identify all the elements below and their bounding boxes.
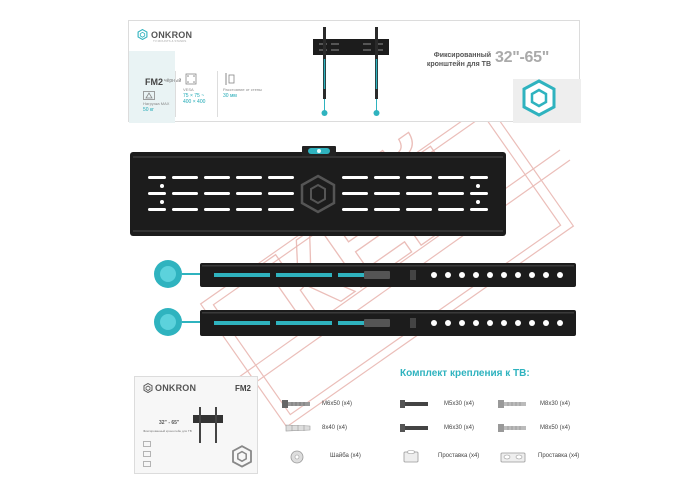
part-label-m5x30: M5x30 (x4) bbox=[444, 401, 475, 407]
brand-name: ONKRON bbox=[151, 29, 193, 40]
onkron-cube-icon bbox=[522, 79, 556, 117]
part-label-anchor: 8x40 (x4) bbox=[322, 425, 348, 431]
anchor-icon bbox=[285, 424, 311, 432]
part-label-washer: Шайба (x4) bbox=[330, 453, 361, 459]
kit-title: Комплект крепления к ТВ: bbox=[400, 368, 530, 379]
manual-box: ONKRON FM2 32" - 65" Фиксированный кронш… bbox=[134, 376, 258, 474]
manual-bracket-image bbox=[193, 407, 223, 443]
part-label-m6x30: M6x30 (x4) bbox=[444, 425, 475, 431]
manual-brand-name: ONKRON bbox=[155, 383, 197, 393]
bolt-icon bbox=[282, 400, 310, 408]
brand-logo: ONKRON bbox=[137, 29, 192, 40]
rail-top bbox=[154, 260, 576, 288]
bolt-icon bbox=[498, 400, 526, 408]
rail-bottom bbox=[154, 308, 576, 336]
spec-divider bbox=[217, 71, 218, 117]
manual-model: FM2 bbox=[235, 384, 251, 393]
size-range: 32"-65" bbox=[495, 49, 549, 66]
part-label-m6x50: M6x50 (x4) bbox=[322, 401, 353, 407]
bolt-icon bbox=[498, 424, 526, 432]
spec-vesa: VESA 75 × 75 ~ 400 × 400 bbox=[183, 87, 206, 105]
onkron-logo-icon bbox=[137, 29, 148, 40]
spec-divider bbox=[175, 71, 176, 117]
weight-icon bbox=[143, 91, 155, 100]
wall-plate bbox=[130, 146, 506, 236]
spec-wall-distance: Расстояние от стены 30 мм bbox=[223, 87, 262, 99]
brand-tagline: TV MOUNTS & STANDS bbox=[153, 39, 187, 43]
weight-icon bbox=[143, 441, 151, 447]
part-label-spacer-2: Проставка (x4) bbox=[538, 453, 580, 459]
product-title: Фиксированный кронштейн для ТВ bbox=[426, 52, 491, 68]
spacer-icon bbox=[403, 450, 419, 463]
manual-brand-logo: ONKRON bbox=[143, 383, 196, 393]
bolt-icon bbox=[400, 424, 428, 432]
package-box: ONKRON TV MOUNTS & STANDS FM2 чёрный Наг… bbox=[128, 20, 581, 123]
tv-rails bbox=[154, 260, 576, 336]
manual-caption: Фиксированный кронштейн для ТВ bbox=[143, 429, 192, 433]
side-band bbox=[129, 51, 175, 123]
spec-load: Нагрузка МАХ 50 кг bbox=[143, 101, 170, 113]
vesa-icon bbox=[143, 451, 151, 457]
spacer-icon bbox=[500, 452, 526, 463]
wall-distance-icon bbox=[225, 73, 235, 85]
part-label-m8x50: M8x50 (x4) bbox=[540, 425, 571, 431]
bracket-preview-image bbox=[313, 27, 389, 116]
onkron-cube-icon bbox=[232, 445, 252, 468]
part-label-m8x30: M8x30 (x4) bbox=[540, 401, 571, 407]
bolt-icon bbox=[400, 400, 428, 408]
model-name: FM2 bbox=[145, 77, 163, 87]
wall-distance-icon bbox=[143, 461, 151, 467]
washer-icon bbox=[290, 450, 304, 464]
vesa-icon bbox=[185, 73, 197, 85]
part-label-spacer-1: Проставка (x4) bbox=[438, 453, 480, 459]
manual-size-range: 32" - 65" bbox=[159, 420, 180, 426]
onkron-logo-icon bbox=[143, 383, 153, 393]
model-color: чёрный bbox=[164, 78, 182, 84]
